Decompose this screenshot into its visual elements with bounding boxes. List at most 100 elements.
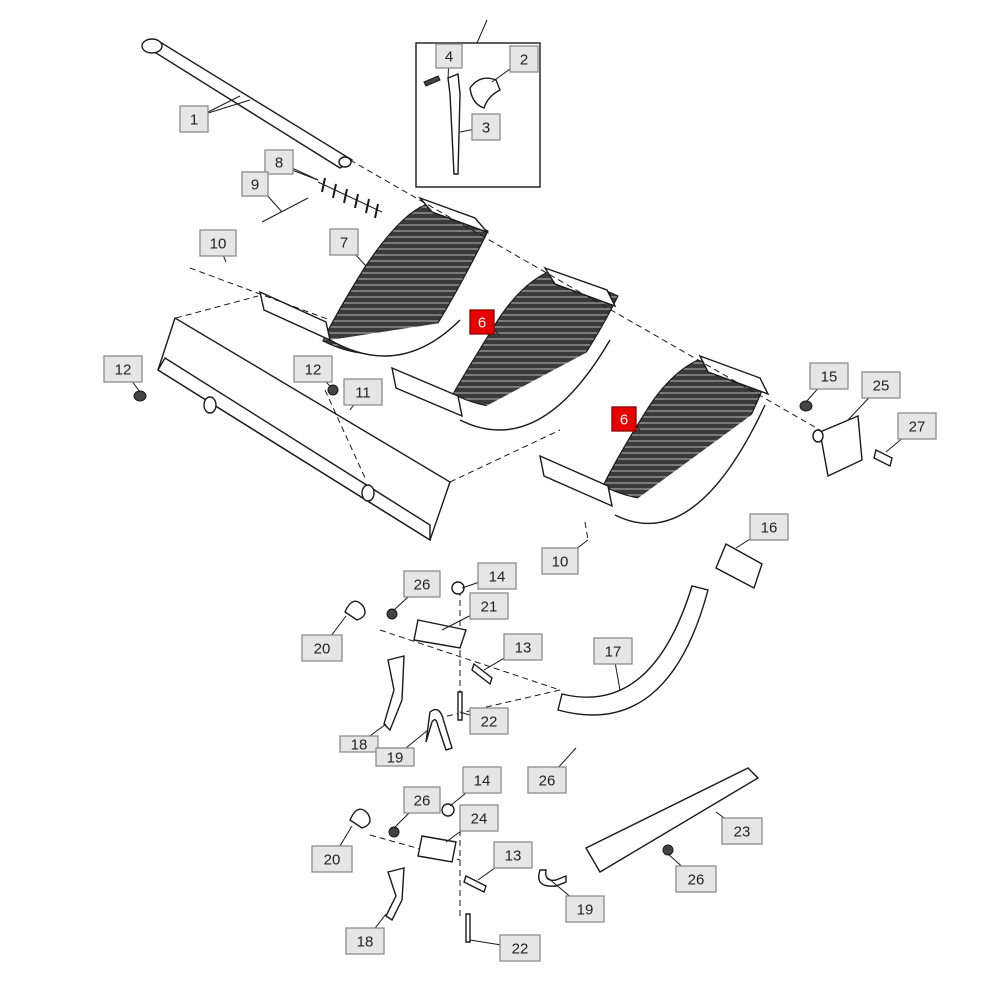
- callout-box: [541, 547, 579, 575]
- callout-box: [499, 934, 541, 962]
- callout-19[interactable]: 19: [565, 895, 605, 923]
- callout-18[interactable]: 18: [339, 735, 379, 754]
- callout-number: 6: [478, 315, 486, 332]
- callout-number: 24: [471, 811, 488, 828]
- callout-number: 16: [761, 520, 778, 537]
- callout-1[interactable]: 1: [179, 105, 209, 133]
- upper-hitch-assembly: [344, 581, 493, 751]
- callout-10[interactable]: 10: [199, 229, 237, 257]
- callout-21[interactable]: 21: [469, 592, 509, 620]
- callout-box: [375, 747, 415, 767]
- callout-26[interactable]: 26: [675, 865, 717, 893]
- callout-number: 21: [481, 599, 498, 616]
- inset-detail-box: [415, 19, 541, 188]
- callout-number: 22: [481, 714, 498, 731]
- callout-number: 18: [357, 934, 374, 951]
- callout-20[interactable]: 20: [301, 634, 343, 662]
- callout-box: [675, 865, 717, 893]
- callout-number: 15: [821, 369, 838, 386]
- callout-26[interactable]: 26: [527, 766, 567, 794]
- callout-27[interactable]: 27: [897, 412, 937, 440]
- callout-number: 4: [445, 49, 453, 66]
- callout-box: [435, 43, 463, 69]
- callout-6[interactable]: 6: [611, 406, 637, 432]
- callout-3[interactable]: 3: [471, 113, 501, 141]
- shaft-part: [141, 38, 354, 169]
- callout-number: 2: [520, 52, 528, 69]
- callout-number: 3: [482, 120, 490, 137]
- callout-number: 12: [305, 362, 322, 379]
- callout-17[interactable]: 17: [593, 637, 633, 665]
- callout-box: [471, 113, 501, 141]
- callout-box: [264, 149, 294, 175]
- callout-box: [477, 562, 517, 590]
- callout-9[interactable]: 9: [241, 171, 269, 197]
- callout-number: 14: [474, 773, 491, 790]
- callout-11[interactable]: 11: [343, 378, 383, 406]
- callout-box: [343, 378, 383, 406]
- callout-number: 10: [552, 554, 569, 571]
- callout-number: 20: [324, 852, 341, 869]
- callout-18[interactable]: 18: [345, 927, 385, 955]
- callout-number: 23: [734, 824, 751, 841]
- callout-8[interactable]: 8: [264, 149, 294, 175]
- callout-22[interactable]: 22: [499, 934, 541, 962]
- side-bracket-hardware: [799, 400, 893, 478]
- callout-number: 13: [515, 640, 532, 657]
- callout-number: 1: [190, 112, 198, 129]
- callout-7[interactable]: 7: [329, 228, 359, 256]
- callout-number: 6: [620, 412, 628, 429]
- callout-box: [103, 355, 143, 383]
- callout-box: [345, 927, 385, 955]
- callout-15[interactable]: 15: [809, 362, 849, 390]
- callout-number: 26: [414, 793, 431, 810]
- concave-part-6-front: [539, 354, 770, 525]
- callout-box: [611, 406, 637, 432]
- callout-box: [593, 637, 633, 665]
- callout-box: [469, 707, 509, 735]
- callout-6[interactable]: 6: [469, 309, 495, 335]
- callout-box: [301, 634, 343, 662]
- callout-25[interactable]: 25: [861, 371, 901, 399]
- callout-12[interactable]: 12: [293, 355, 333, 383]
- callout-box: [339, 735, 379, 753]
- callout-13[interactable]: 13: [503, 633, 543, 661]
- callout-19[interactable]: 19: [375, 747, 415, 767]
- callout-16[interactable]: 16: [749, 513, 789, 541]
- callout-23[interactable]: 23: [721, 817, 763, 845]
- callout-number: 17: [605, 644, 622, 661]
- callout-number: 14: [489, 569, 506, 586]
- callout-12[interactable]: 12: [103, 355, 143, 383]
- callout-26[interactable]: 26: [403, 786, 441, 814]
- concave-part-7: [259, 196, 490, 357]
- callout-number: 25: [873, 378, 890, 395]
- callout-box: [469, 592, 509, 620]
- callout-13[interactable]: 13: [493, 841, 533, 869]
- callout-14[interactable]: 14: [477, 562, 517, 590]
- callout-box: [721, 817, 763, 845]
- bushing-part: [469, 77, 501, 109]
- callout-box: [403, 570, 441, 598]
- callout-14[interactable]: 14: [462, 766, 502, 794]
- bracket-part-16: [715, 543, 763, 590]
- rod-assembly-part: [261, 169, 383, 223]
- callout-box: [403, 786, 441, 814]
- callout-22[interactable]: 22: [469, 707, 509, 735]
- callout-number: 22: [512, 941, 529, 958]
- callout-20[interactable]: 20: [311, 845, 353, 873]
- callout-2[interactable]: 2: [509, 45, 539, 73]
- callout-box: [241, 171, 269, 197]
- callout-number: 26: [414, 577, 431, 594]
- callout-24[interactable]: 24: [459, 804, 499, 832]
- callout-box: [897, 412, 937, 440]
- callout-26[interactable]: 26: [403, 570, 441, 598]
- callout-box: [509, 45, 539, 73]
- callout-4[interactable]: 4: [435, 43, 463, 69]
- callout-10[interactable]: 10: [541, 547, 579, 575]
- callout-number: 18: [351, 737, 368, 754]
- callout-number: 26: [688, 872, 705, 889]
- concave-part-6-middle: [391, 266, 619, 431]
